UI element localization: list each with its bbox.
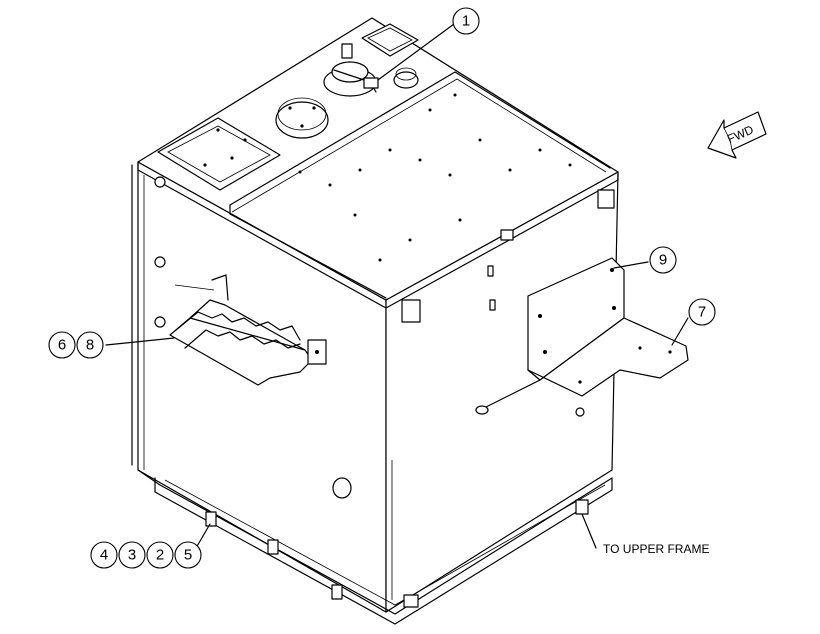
svg-text:2: 2 [156, 547, 164, 564]
left-face-fittings [154, 176, 352, 499]
mounting-bracket [475, 257, 689, 417]
callout-7: 7 [688, 298, 716, 326]
callout-8: 8 [76, 331, 104, 359]
svg-text:8: 8 [86, 337, 94, 354]
filler-cap [393, 67, 419, 89]
svg-text:6: 6 [58, 337, 66, 354]
upper-frame-label: TO UPPER FRAME [603, 542, 709, 556]
tank-body [131, 17, 619, 625]
svg-text:7: 7 [698, 304, 706, 321]
level-sensor-assembly [323, 43, 379, 97]
svg-text:9: 9 [659, 252, 667, 269]
callout-3: 3 [118, 541, 146, 569]
step-assembly [169, 274, 327, 386]
callout-4: 4 [90, 541, 118, 569]
top-access-cover-left [157, 117, 281, 191]
svg-text:3: 3 [128, 547, 136, 564]
leader-lines [105, 23, 689, 549]
svg-text:5: 5 [184, 547, 192, 564]
leader-7 [671, 317, 689, 346]
leader-6-8 [105, 337, 175, 346]
top-bolts [298, 93, 572, 262]
callout-6: 6 [48, 331, 76, 359]
callout-1: 1 [452, 7, 480, 35]
right-face-slots [401, 189, 615, 323]
mounting-feet [205, 499, 589, 608]
breather-cap [275, 97, 329, 139]
svg-text:4: 4 [100, 547, 108, 564]
leader-1 [377, 23, 455, 81]
callout-5: 5 [174, 541, 202, 569]
callout-9: 9 [649, 246, 677, 274]
leader-4-3-2-5 [195, 523, 211, 549]
top-access-cover-right [361, 23, 419, 57]
svg-text:1: 1 [462, 13, 470, 30]
leader-9 [613, 261, 649, 269]
leader-upper-frame [581, 513, 597, 549]
fwd-arrow: FWD [707, 111, 767, 159]
callout-2: 2 [146, 541, 174, 569]
